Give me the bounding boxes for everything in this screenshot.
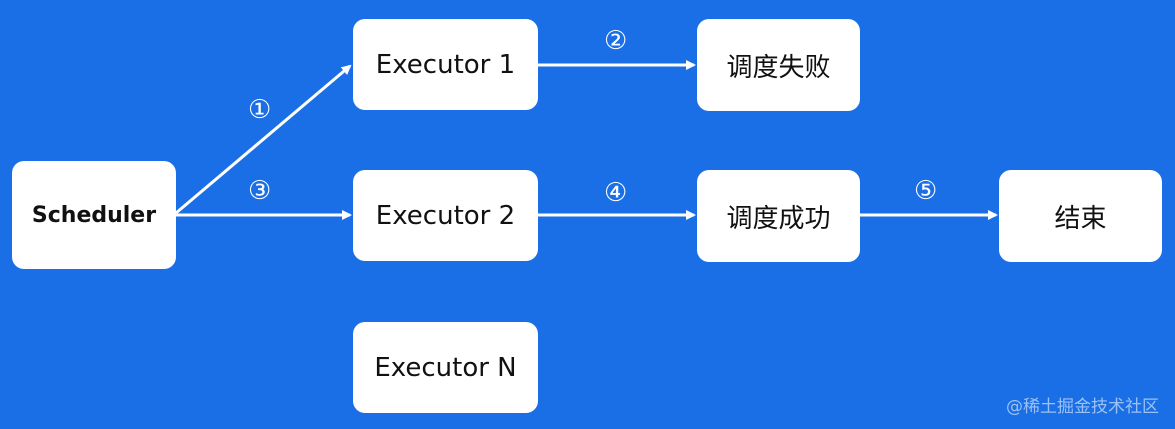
arrow-scheduler-executor1 — [175, 64, 352, 215]
watermark-footer: @稀土掘金技术社区 — [1006, 397, 1159, 417]
step-1-label: ① — [248, 95, 272, 125]
step-4-label: ④ — [604, 178, 628, 208]
step-2-label: ② — [604, 26, 628, 56]
scheduler-node: Scheduler — [12, 161, 176, 269]
executor-n-node: Executor N — [353, 322, 538, 413]
schedule-fail-node: 调度失败 — [697, 19, 860, 111]
executor-2-node: Executor 2 — [353, 170, 538, 261]
step-5-label: ⑤ — [914, 176, 938, 206]
step-3-label: ③ — [248, 176, 272, 206]
executor-1-node: Executor 1 — [353, 19, 538, 110]
end-node: 结束 — [999, 170, 1162, 262]
schedule-success-node: 调度成功 — [697, 170, 860, 262]
